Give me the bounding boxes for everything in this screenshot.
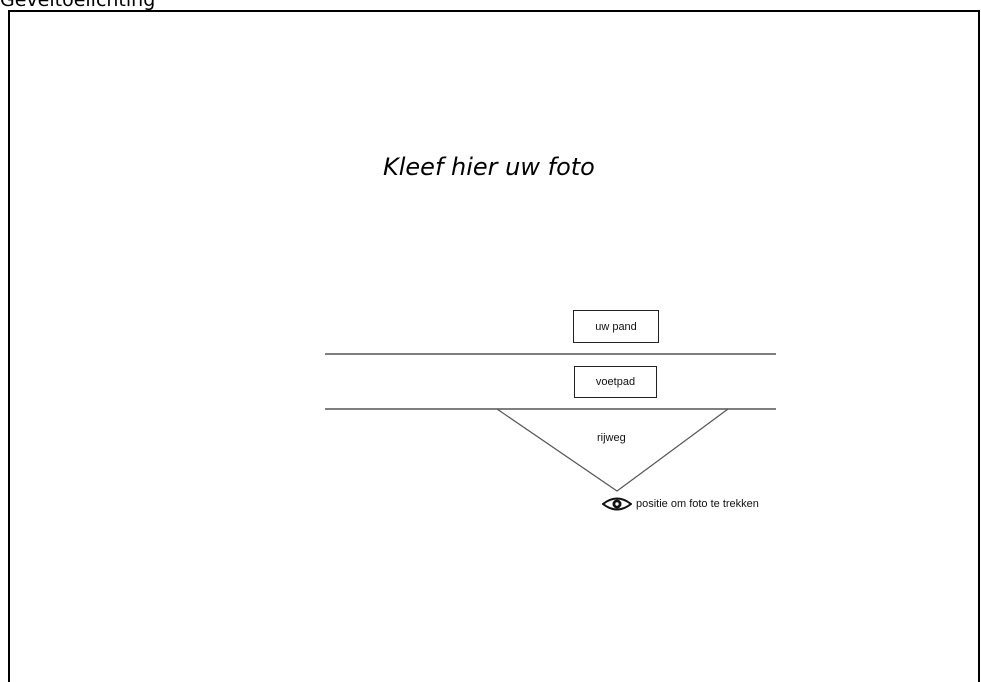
sidewalk-box: voetpad: [574, 366, 657, 398]
eye-icon: [602, 497, 632, 511]
property-label: uw pand: [595, 320, 637, 333]
photo-caption: Kleef hier uw foto: [383, 153, 595, 181]
road-label: rijweg: [597, 432, 626, 444]
viewpoint-label: positie om foto te trekken: [636, 498, 759, 510]
view-cone: [496, 408, 729, 492]
photo-frame: [8, 10, 980, 682]
sidewalk-label: voetpad: [595, 376, 636, 388]
property-box: uw pand: [573, 310, 659, 343]
section-label: Geveltoelichting: [0, 0, 156, 11]
